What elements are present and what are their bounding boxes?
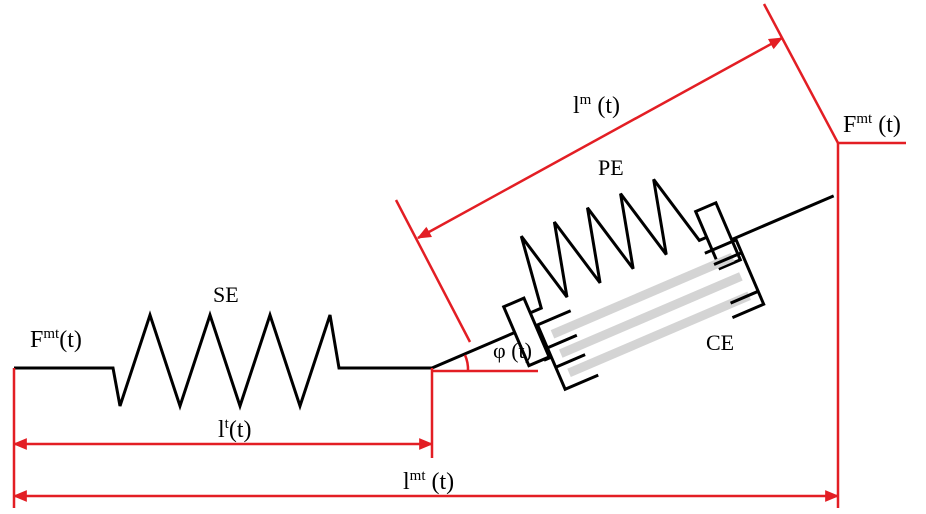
- se-label: SE: [213, 282, 239, 307]
- ce-filament-2: [558, 272, 743, 358]
- pennation-connector: [431, 331, 516, 370]
- pennation-angle-arc: [463, 354, 470, 372]
- ce-left-comb: [535, 309, 599, 392]
- pennation-angle-label: φ (t): [493, 338, 532, 363]
- left-bracket: [501, 296, 552, 368]
- muscle-tendon-length-label: lmt (t): [403, 468, 454, 495]
- ce-filament-1: [550, 252, 735, 339]
- lm-left-extension: [394, 199, 472, 343]
- force-label-left: Fmt(t): [30, 326, 82, 353]
- tendon-series-element: [14, 310, 432, 411]
- measurement-lines: [12, 3, 906, 508]
- ce-contractile-unit: [535, 237, 766, 392]
- fiber-length-label: lm (t): [573, 92, 620, 119]
- lm-right-extension: [762, 3, 840, 144]
- tendon-length-label: lt(t): [218, 416, 252, 443]
- ce-label: CE: [706, 330, 734, 355]
- pe-spring: [519, 178, 708, 315]
- pe-label: PE: [598, 155, 624, 180]
- ce-filament-3: [567, 291, 751, 378]
- se-spring: [14, 310, 432, 411]
- ce-right-comb: [704, 237, 766, 319]
- force-label-right: Fmt (t): [843, 111, 901, 138]
- muscle-fiber-element: [431, 178, 835, 392]
- lm-dimension-arrow: [416, 36, 784, 240]
- right-connector: [731, 194, 835, 241]
